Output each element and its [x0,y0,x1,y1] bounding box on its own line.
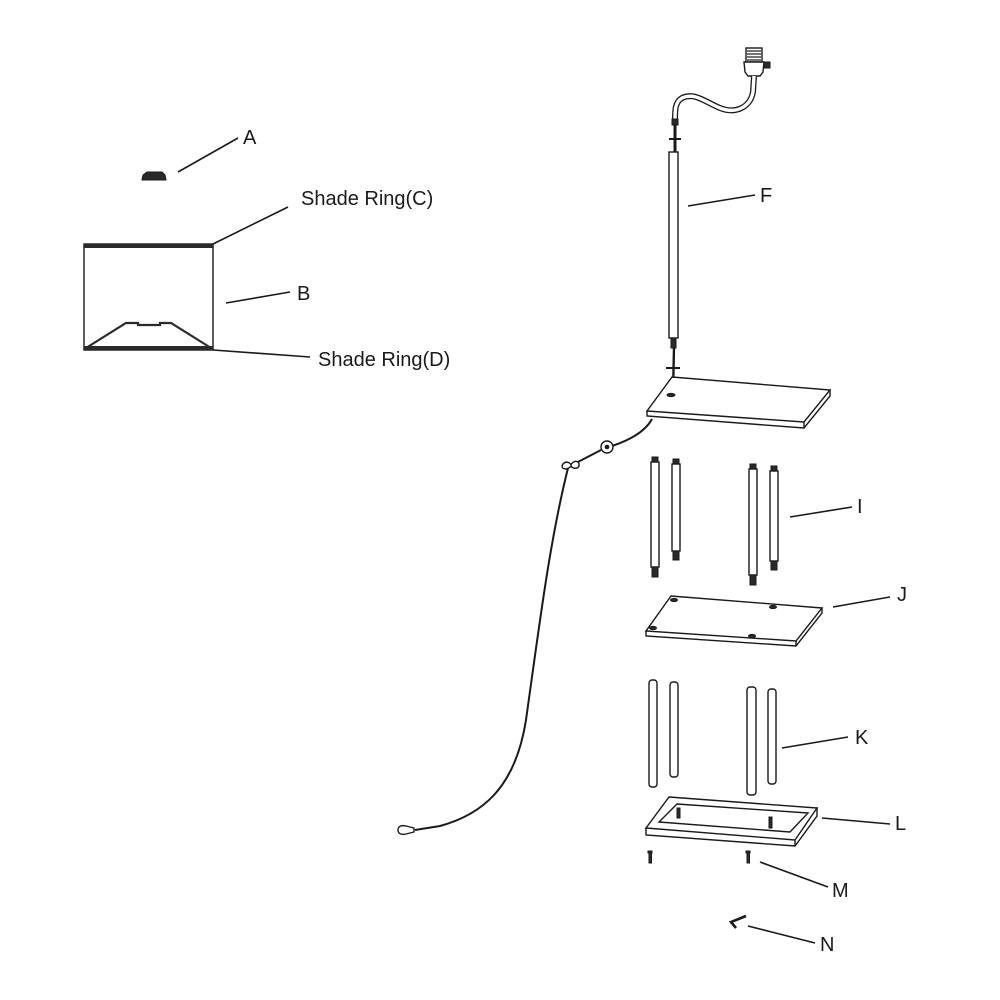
leader-m [759,861,829,888]
part-k-rods: K [648,679,869,796]
shade-ring-c [84,244,213,248]
leader-n [747,925,816,944]
part-n-hex-key: N [728,914,834,956]
label-m: M [832,880,849,902]
leader-c [212,206,289,245]
part-a-finial: A [141,127,257,181]
label-b: B [297,283,310,305]
label-a: A [243,127,257,149]
shade-ring-d [84,346,213,350]
part-f-pole: F [666,47,772,393]
leader-d [212,349,311,358]
label-j: J [897,584,907,606]
leader-l [821,817,891,825]
part-j-shelf: J [644,584,907,647]
leader-a [177,137,239,173]
part-b-shade: Shade Ring(C) B Shade Ring(D) [83,188,450,371]
leader-k [781,736,849,749]
label-l: L [895,813,906,835]
label-n: N [820,934,834,956]
leader-j [832,596,891,608]
label-shade-ring-d: Shade Ring(D) [318,349,450,371]
part-l-base-frame: L [644,796,906,847]
power-cord [397,418,653,836]
part-i-rods: I [650,456,863,586]
socket-switch-knob [763,61,771,69]
part-m-screws: M [647,850,849,902]
label-f: F [760,185,772,207]
plug [397,824,415,836]
label-i: I [857,496,863,518]
leader-i [789,506,853,518]
shade-ring-d-spider [85,321,212,349]
wing-nut [561,460,580,470]
top-shelf [645,376,832,429]
leader-f [687,194,756,207]
pole-hole [666,392,676,398]
label-k: K [855,727,869,749]
leader-b [225,291,291,304]
label-shade-ring-c: Shade Ring(C) [301,188,433,210]
